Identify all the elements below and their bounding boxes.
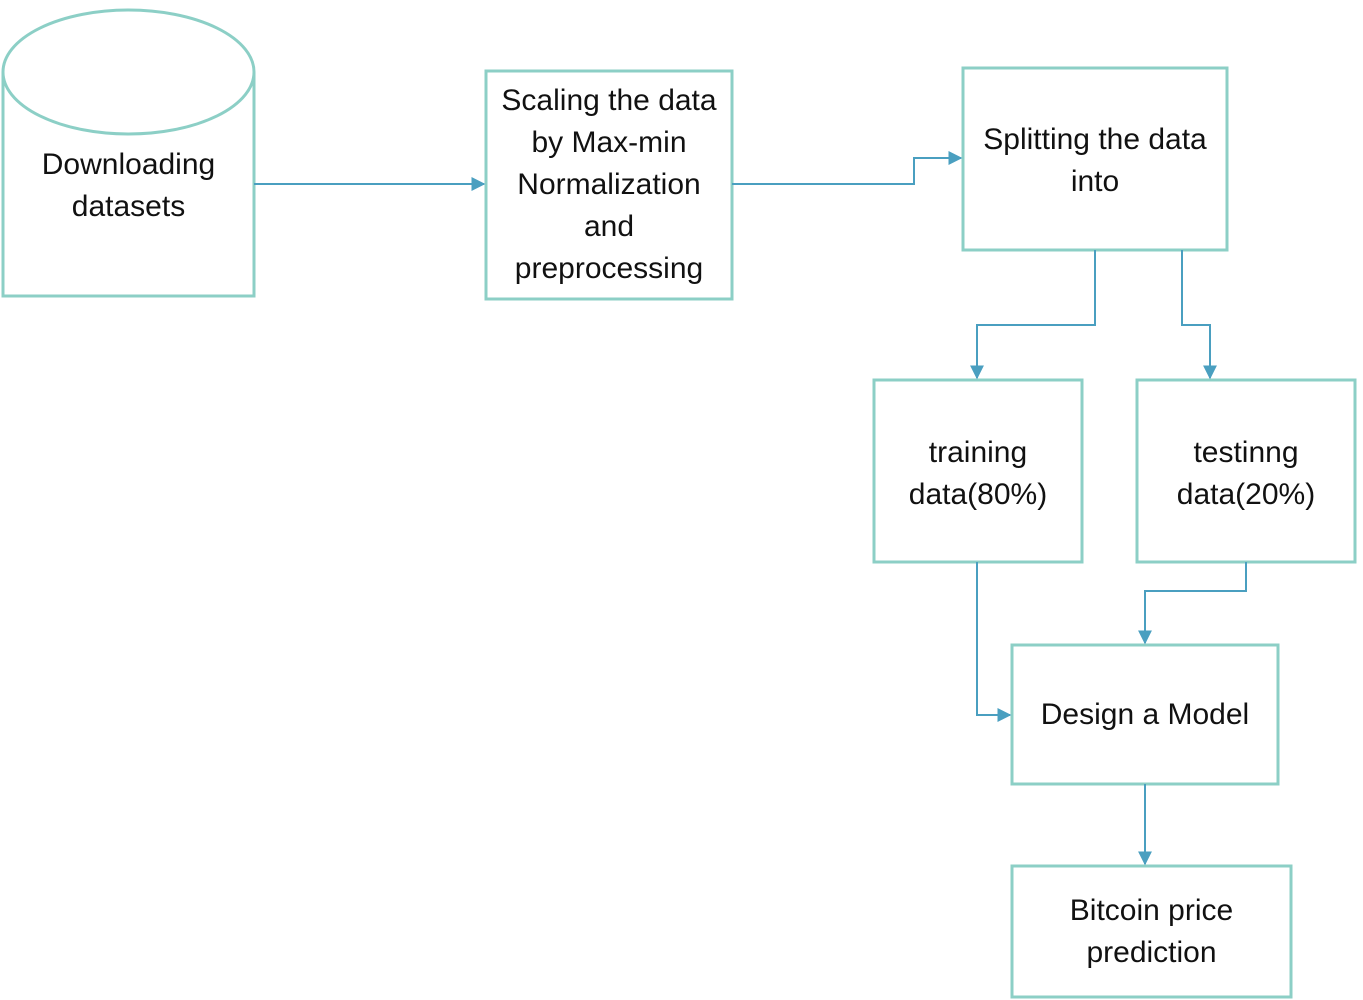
- node-design-label: Design a Model: [1040, 697, 1250, 731]
- node-splitting-shape: [961, 66, 1229, 252]
- edge-testing-to-design: [1138, 562, 1247, 645]
- node-design-shape: [1010, 643, 1280, 786]
- node-prediction-shape: [1010, 864, 1293, 999]
- node-training-label: training data(80%): [908, 436, 1048, 511]
- edge-splitting-to-testing: [1181, 250, 1217, 380]
- node-scaling-shape: [484, 69, 734, 301]
- edge-scaling-to-splitting: [732, 151, 963, 185]
- node-training-shape: [872, 378, 1084, 564]
- edge-training-to-design: [976, 562, 1012, 722]
- node-testing-label: testinng data(20%): [1176, 436, 1316, 511]
- node-prediction-label: Bitcoin price prediction: [1069, 893, 1234, 969]
- edge-splitting-to-training: [970, 250, 1096, 380]
- node-download-label: Downloading datasets: [41, 148, 216, 223]
- node-splitting-label: Splitting the data into: [983, 123, 1207, 198]
- node-download-shape: [1, 8, 256, 298]
- node-scaling-label: Scaling the data by Max-min Normalizatio…: [501, 84, 717, 285]
